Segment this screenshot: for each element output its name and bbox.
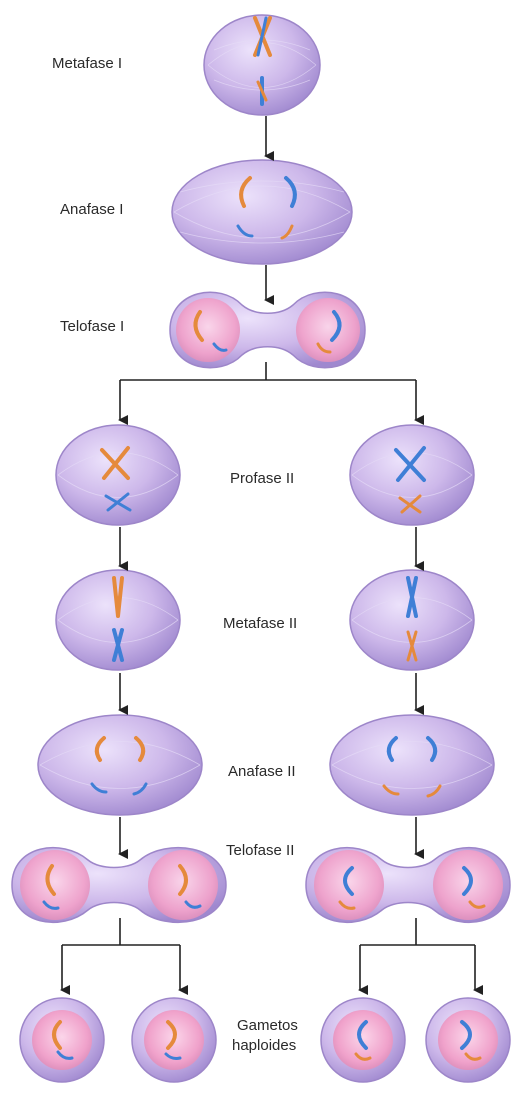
cell-metaphase-2-right xyxy=(350,570,474,670)
cell-anaphase-2-right xyxy=(330,715,494,815)
label-telophase-1: Telofase I xyxy=(60,318,124,335)
cell-prophase-2-left xyxy=(56,425,180,525)
label-anaphase-2: Anafase II xyxy=(228,763,296,780)
cell-metaphase-2-left xyxy=(56,570,180,670)
cell-telophase-2-right xyxy=(306,848,510,923)
gamete-1 xyxy=(20,998,104,1082)
gamete-3 xyxy=(321,998,405,1082)
label-anaphase-1: Anafase I xyxy=(60,201,123,218)
gamete-2 xyxy=(132,998,216,1082)
label-telophase-2: Telofase II xyxy=(226,842,294,859)
cell-anaphase-2-left xyxy=(38,715,202,815)
cell-telophase-1 xyxy=(170,292,365,367)
cell-telophase-2-left xyxy=(12,848,226,923)
cell-prophase-2-right xyxy=(350,425,474,525)
label-metaphase-1: Metafase I xyxy=(52,55,122,72)
cell-anaphase-1 xyxy=(172,160,352,264)
label-metaphase-2: Metafase II xyxy=(223,615,297,632)
cell-metaphase-1 xyxy=(204,15,320,115)
connector-right-telophase2-split xyxy=(360,918,475,945)
connector-left-telophase2-split xyxy=(62,918,180,945)
label-gametes-line2: haploides xyxy=(232,1037,296,1054)
label-gametes-line1: Gametos xyxy=(237,1017,298,1034)
connector-telophase1-split xyxy=(120,362,416,380)
label-prophase-2: Profase II xyxy=(230,470,294,487)
gamete-4 xyxy=(426,998,510,1082)
